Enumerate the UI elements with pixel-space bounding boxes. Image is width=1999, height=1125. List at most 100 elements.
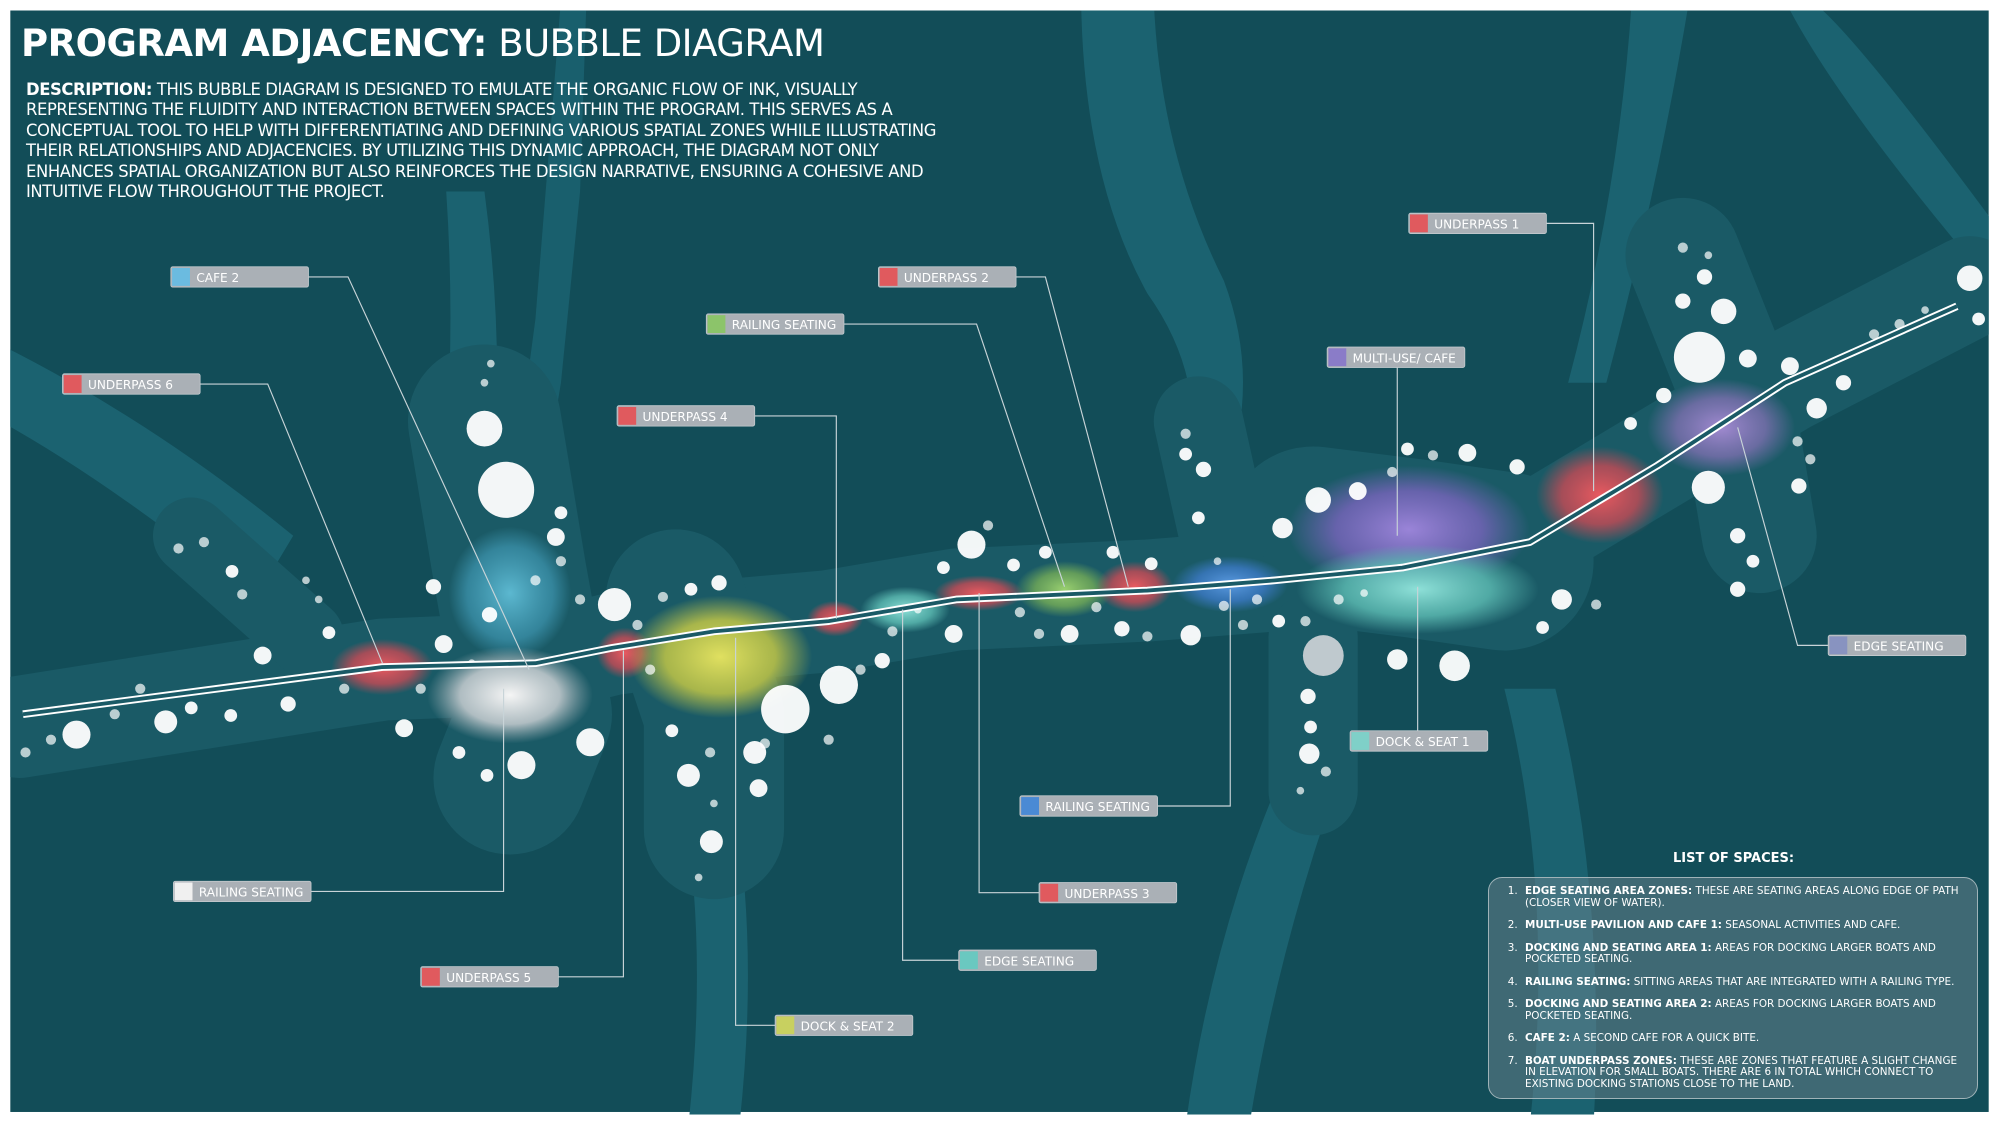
bubble (823, 734, 834, 745)
bubble (1180, 624, 1201, 646)
label-swatch (879, 268, 898, 286)
bubble (1730, 581, 1746, 597)
label-text: MULTI-USE/ CAFE (1353, 351, 1456, 365)
bubble (314, 595, 323, 604)
description-label: DESCRIPTION: (26, 80, 153, 99)
bubble (1333, 594, 1344, 605)
space-item: BOAT UNDERPASS ZONES: THESE ARE ZONES TH… (1521, 1055, 1967, 1091)
leader-line (1546, 222, 1595, 492)
label-swatch (707, 315, 726, 334)
space-term: RAILING SEATING: (1525, 975, 1631, 988)
bubble (957, 530, 986, 559)
zone-label: RAILING SEATING (173, 880, 312, 902)
bubble (1305, 487, 1331, 513)
bubble (1509, 459, 1525, 475)
bubble (62, 720, 91, 749)
label-text: RAILING SEATING (732, 318, 836, 332)
leader-line (311, 688, 505, 892)
bubble (1624, 417, 1637, 430)
bubble (1302, 635, 1344, 676)
leader-line (735, 637, 776, 1026)
bubble (1401, 442, 1414, 456)
label-box (1408, 212, 1547, 234)
bubble (1237, 619, 1249, 631)
bubble (710, 799, 718, 808)
bubble (1427, 450, 1439, 461)
label-swatch (63, 375, 82, 393)
bubble (1320, 766, 1331, 777)
bubble (481, 607, 498, 623)
list-of-spaces-title: LIST OF SPACES: (1673, 851, 1795, 866)
zone-cafe-2 (448, 526, 572, 660)
label-box (616, 405, 756, 427)
space-term: MULTI-USE PAVILION AND CAFE 1: (1525, 919, 1722, 931)
bubble (184, 701, 198, 715)
label-swatch (421, 967, 440, 986)
bubble (530, 575, 541, 586)
zone-label: UNDERPASS 1 (1408, 212, 1547, 234)
label-swatch (1410, 214, 1428, 233)
bubble (1300, 688, 1316, 705)
bubble (1704, 251, 1713, 260)
bubble (1304, 720, 1317, 734)
label-swatch (1829, 636, 1848, 655)
bubble (395, 719, 414, 738)
bubble (761, 684, 810, 734)
label-text: DOCK & SEAT 1 (1376, 735, 1470, 749)
bubble (1780, 357, 1799, 376)
bubble (1805, 454, 1816, 465)
space-item: RAILING SEATING: SITTING AREAS THAT ARE … (1521, 975, 1967, 989)
bubble (225, 565, 239, 578)
space-text: AREAS FOR DOCKING LARGER BOATS AND POCKE… (1525, 941, 1936, 965)
bubble (645, 664, 656, 675)
bubble (711, 575, 727, 591)
bubble (434, 635, 453, 654)
bubble (45, 734, 57, 745)
bubble (302, 576, 310, 585)
bubble (1272, 517, 1293, 539)
bubble (699, 830, 723, 854)
label-swatch (172, 268, 190, 286)
space-item: EDGE SEATING AREA ZONES: THESE ARE SEATI… (1521, 885, 1967, 909)
bubble (1710, 298, 1737, 325)
bubble (1675, 293, 1691, 309)
zone-label: UNDERPASS 4 (616, 405, 756, 427)
title-light: BUBBLE DIAGRAM (498, 22, 825, 65)
bubble (1299, 743, 1320, 764)
label-text: RAILING SEATING (1045, 800, 1149, 814)
leader-line (308, 276, 530, 670)
zone-underpass-2 (1096, 561, 1173, 613)
leader-line (1016, 276, 1129, 587)
label-swatch (1021, 797, 1040, 815)
bubble (1296, 786, 1305, 795)
leader-line (200, 383, 383, 664)
bubble (1218, 600, 1229, 611)
bubble (1677, 242, 1688, 253)
bubble (982, 520, 994, 531)
bubble (154, 710, 178, 734)
bubble (1439, 650, 1470, 682)
zone-label: EDGE SEATING (958, 949, 1097, 971)
bubble (1656, 387, 1672, 404)
bubble (487, 359, 495, 368)
zone-label: DOCK & SEAT 1 (1349, 730, 1489, 752)
label-swatch (618, 406, 637, 425)
description: DESCRIPTION: THIS BUBBLE DIAGRAM IS DESI… (26, 80, 956, 202)
bubble (1691, 470, 1725, 504)
bubble (1179, 447, 1193, 461)
bubble (1251, 594, 1263, 605)
bubble (1673, 331, 1725, 383)
bubble (1972, 312, 1985, 326)
space-term: EDGE SEATING AREA ZONES: (1525, 885, 1693, 897)
bubble (597, 587, 632, 622)
bubble (855, 664, 866, 675)
label-swatch (174, 882, 193, 901)
label-text: UNDERPASS 5 (446, 971, 531, 985)
bubble (632, 619, 643, 631)
label-box (62, 373, 201, 395)
space-item: DOCKING AND SEATING AREA 2: AREAS FOR DO… (1521, 998, 1967, 1022)
bubble (576, 728, 605, 757)
space-text: SITTING AREAS THAT ARE INTEGRATED WITH A… (1633, 975, 1955, 988)
bubble (478, 461, 535, 518)
